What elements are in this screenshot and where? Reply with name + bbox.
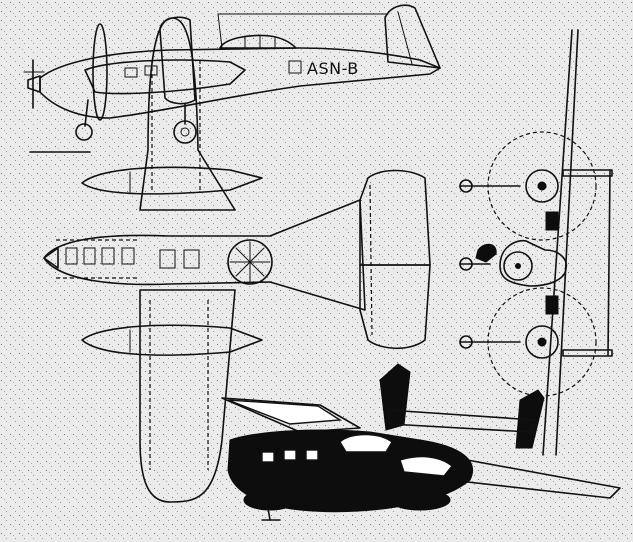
front-view xyxy=(459,29,613,456)
registration-marking: ASN-B xyxy=(307,59,359,78)
plan-view xyxy=(43,17,431,503)
side-view: ASN-B xyxy=(23,4,441,153)
perspective-sketch xyxy=(221,363,621,521)
